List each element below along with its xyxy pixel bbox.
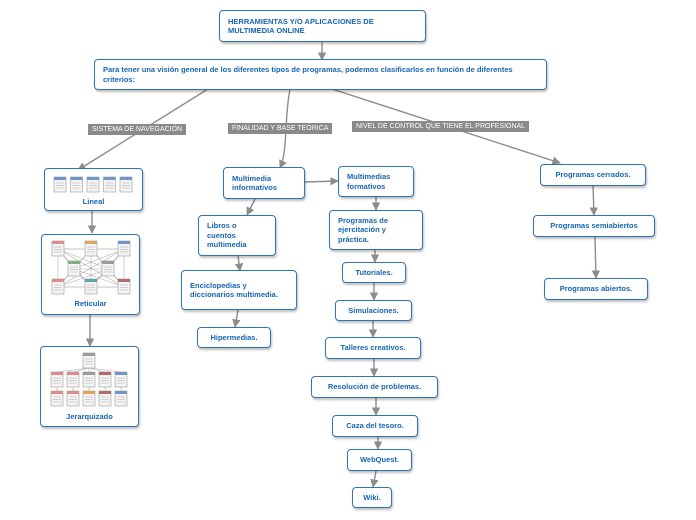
page-link [57, 268, 109, 288]
node-wiki-label: Wiki. [363, 492, 381, 502]
page-link [73, 248, 125, 270]
criterion-control-label: NIVEL DE CONTROL QUE TIENE EL PROFESIONA… [352, 121, 530, 132]
node-caza-tesoro[interactable]: Caza del tesoro. [332, 415, 418, 437]
node-jerarquizado[interactable]: Jerarquizado [40, 346, 139, 427]
page-icon-header [51, 372, 63, 375]
node-programas-semiabiertos[interactable]: Programas semiabiertos [533, 215, 655, 237]
node-programas-ejercitacion[interactable]: Programas de ejercitación y práctica. [329, 210, 423, 250]
node-enciclopedias-label: Enciclopedias y diccionarios multimedia. [190, 280, 278, 300]
page-icon-header [51, 391, 63, 394]
lineal-pages-icon [53, 176, 133, 193]
page-icon-header [87, 177, 99, 180]
criterion-navigation-label: SISTEMA DE NAVEGACIÓN [88, 124, 187, 135]
page-icon-header [115, 372, 127, 375]
page-link [88, 367, 106, 373]
connector-libros-enciclopedias [234, 255, 244, 272]
map-title[interactable]: HERRAMIENTAS Y/O APLICACIONES DE MULTIME… [219, 10, 426, 42]
page-link [57, 248, 125, 288]
page-icon-header [102, 261, 114, 264]
node-hipermedias-label: Hipermedias. [210, 332, 258, 342]
node-resolucion-label: Resolución de problemas. [327, 382, 422, 392]
node-tutoriales-label: Tutoriales. [355, 267, 393, 277]
node-caza-tesoro-label: Caza del tesoro. [346, 421, 404, 431]
page-icon-header [83, 353, 95, 356]
page-icon-header [118, 241, 130, 244]
node-talleres-label: Talleres creativos. [340, 343, 406, 353]
page-link [72, 367, 90, 373]
page-icon-header [67, 391, 79, 394]
reticular-network-icon [51, 240, 131, 295]
node-libros-label: Libros o cuentos multimedia [207, 221, 247, 250]
page-icon-header [67, 372, 79, 375]
criterion-purpose-label: FINALIDAD Y BASE TEÓRICA [228, 123, 333, 134]
page-icon-header [99, 391, 111, 394]
map-title-text: HERRAMIENTAS Y/O APLICACIONES DE MULTIME… [228, 16, 374, 36]
page-icon-header [118, 279, 130, 282]
connector-informative-libros [246, 198, 256, 216]
node-webquest[interactable]: WebQuest. [347, 449, 412, 471]
node-programas-cerrados[interactable]: Programas cerrados. [540, 164, 646, 186]
node-reticular[interactable]: Reticular [41, 234, 140, 315]
node-webquest-label: WebQuest. [359, 455, 400, 465]
page-icon-header [103, 177, 116, 180]
page-icon-header [115, 391, 127, 394]
node-programas-semiabiertos-label: Programas semiabiertos [550, 221, 638, 231]
page-icon-header [99, 372, 111, 375]
node-enciclopedias[interactable]: Enciclopedias y diccionarios multimedia. [181, 270, 297, 310]
page-link [73, 268, 125, 288]
node-lineal-label: Lineal [82, 197, 105, 206]
page-icon-header [85, 279, 97, 282]
node-jerarquizado-label: Jerarquizado [66, 412, 113, 421]
page-icon-header [52, 241, 64, 244]
node-informative-label: Multimedia informativos [232, 173, 278, 193]
node-resolucion[interactable]: Resolución de problemas. [311, 376, 438, 398]
node-hipermedias[interactable]: Hipermedias. [197, 327, 271, 348]
node-programas-ejercitacion-label: Programas de ejercitación y práctica. [338, 215, 389, 244]
node-lineal[interactable]: Lineal [44, 168, 143, 211]
node-formative-label: Multimedias formativos [347, 172, 391, 191]
hierarchy-tree-icon [50, 352, 128, 407]
node-programas-abiertos-label: Programas abiertos. [559, 284, 633, 294]
connector-informative-formative [304, 177, 339, 186]
page-icon-header [70, 177, 83, 180]
page-icon-header [83, 391, 95, 394]
page-link [88, 367, 122, 373]
node-talleres[interactable]: Talleres creativos. [325, 337, 421, 359]
node-tutoriales[interactable]: Tutoriales. [342, 262, 406, 283]
connector-enciclopedias-hipermedias [232, 309, 241, 328]
intro-node[interactable]: Para tener una visión general de los dif… [94, 59, 547, 90]
page-icon-header [68, 261, 80, 264]
page-icon-header [83, 372, 95, 375]
node-simulaciones-label: Simulaciones. [348, 305, 399, 315]
intro-text: Para tener una visión general de los dif… [103, 65, 513, 84]
node-formative[interactable]: Multimedias formativos [338, 166, 414, 197]
node-simulaciones[interactable]: Simulaciones. [335, 300, 412, 321]
connector-cerrados-semiabiertos [589, 185, 598, 216]
page-icon-header [52, 279, 64, 282]
node-libros[interactable]: Libros o cuentos multimedia [198, 215, 276, 256]
node-programas-abiertos[interactable]: Programas abiertos. [544, 278, 648, 300]
node-programas-cerrados-label: Programas cerrados. [555, 170, 631, 180]
page-link [56, 367, 90, 373]
node-informative[interactable]: Multimedia informativos [223, 167, 305, 199]
page-icon-header [54, 177, 66, 180]
page-icon-header [120, 177, 132, 180]
page-link [57, 248, 109, 270]
node-wiki[interactable]: Wiki. [352, 487, 392, 508]
connector-webquest-wiki [370, 470, 379, 488]
node-reticular-label: Reticular [74, 299, 107, 308]
connector-semiabiertos-abiertos [591, 236, 601, 279]
page-icon-header [85, 241, 97, 244]
